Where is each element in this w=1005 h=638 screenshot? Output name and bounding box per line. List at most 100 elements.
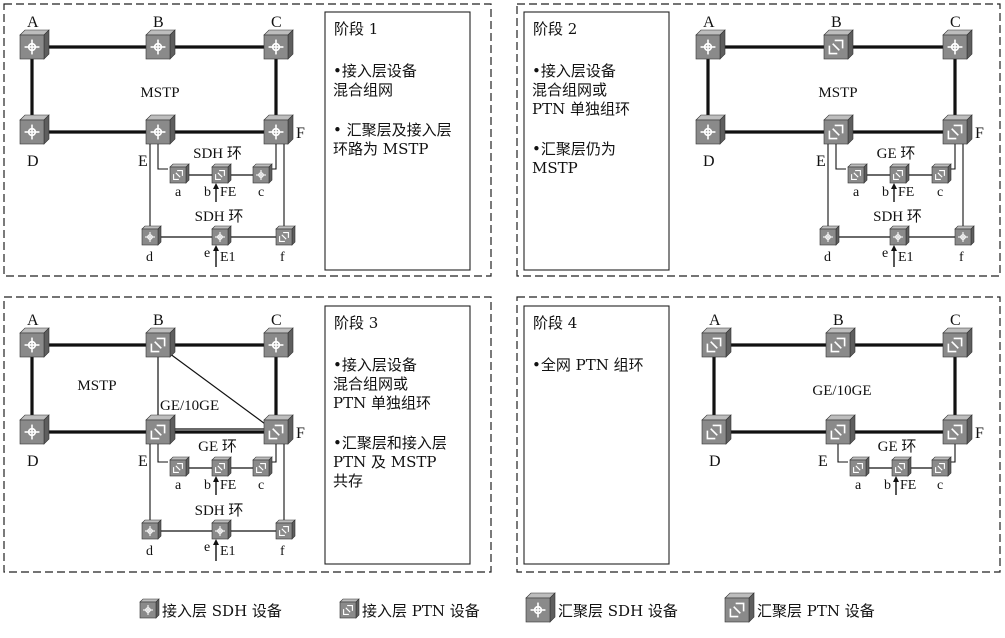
symbol-circle — [27, 127, 37, 137]
core-ring-label: MSTP — [818, 85, 857, 101]
node-F — [263, 114, 294, 145]
device-side — [970, 225, 975, 246]
label-C: C — [950, 312, 961, 329]
note-line: • 汇聚层及接入层 — [333, 121, 452, 139]
core-ring-label: MSTP — [140, 85, 179, 101]
node-b — [889, 163, 910, 184]
label-a: a — [175, 478, 182, 493]
note-box-3 — [324, 305, 471, 565]
label-A: A — [27, 312, 39, 329]
node-d — [819, 225, 840, 246]
legend-icon-access-ptn — [339, 598, 360, 619]
symbol-arrows — [215, 170, 225, 180]
symbol-circle — [271, 127, 281, 137]
node-e — [889, 225, 910, 246]
device-side — [287, 414, 294, 445]
symbol-circle — [27, 427, 37, 437]
node-E — [145, 414, 176, 445]
label-D: D — [703, 153, 715, 170]
symbol-arrows — [268, 424, 284, 440]
symbol-circle — [825, 234, 831, 240]
note-line: •接入层设备 — [532, 62, 616, 80]
device-side — [227, 163, 232, 184]
device-side — [169, 414, 176, 445]
label-f: f — [959, 250, 964, 265]
node-f — [954, 225, 975, 246]
symbol-arrows — [215, 463, 225, 473]
node-E — [145, 114, 176, 145]
label-d: d — [146, 250, 153, 265]
link-upper-right — [271, 132, 277, 170]
node-B — [825, 327, 856, 358]
stage-title-1: 阶段 1 — [334, 20, 378, 38]
upper-ring-label: SDH 环 — [193, 146, 242, 162]
node-A — [695, 29, 726, 60]
upper-ring-label: GE 环 — [877, 146, 916, 162]
e1-arrow-head — [213, 245, 219, 251]
link-upper-left — [157, 132, 168, 170]
node-C — [942, 29, 973, 60]
port-fe: FE — [900, 478, 916, 493]
device-side — [725, 414, 732, 445]
node-c — [931, 456, 952, 477]
node-D — [19, 114, 50, 145]
symbol-arrows — [947, 424, 963, 440]
label-c: c — [258, 478, 264, 493]
node-B — [145, 29, 176, 60]
device-side — [966, 114, 973, 145]
symbol-arrows — [279, 232, 289, 242]
note-line: MSTP — [532, 159, 578, 177]
panel-frame-1 — [3, 3, 492, 277]
note-line: 混合组网或 — [333, 375, 408, 393]
node-d — [141, 225, 162, 246]
device-side — [43, 327, 50, 358]
device-side — [849, 327, 856, 358]
label-A: A — [27, 14, 39, 31]
symbol-arrows — [935, 463, 945, 473]
symbol-circle — [147, 528, 153, 534]
symbol-arrows — [828, 124, 844, 140]
device-side — [155, 598, 160, 619]
symbol-arrows — [851, 170, 861, 180]
symbol-arrows — [853, 463, 863, 473]
label-E: E — [818, 453, 828, 470]
symbol-arrows — [830, 424, 846, 440]
symbol-arrows — [947, 337, 963, 353]
note-box-2 — [523, 11, 670, 271]
label-c: c — [937, 478, 943, 493]
stage-title-4: 阶段 4 — [533, 314, 577, 332]
symbol-circle — [271, 42, 281, 52]
panel-frame-3 — [3, 296, 492, 573]
node-b — [891, 456, 912, 477]
device-side — [169, 114, 176, 145]
label-B: B — [153, 14, 164, 31]
e1-arrow-head — [213, 539, 219, 545]
label-b: b — [204, 478, 211, 493]
label-a: a — [855, 478, 862, 493]
symbol-circle — [895, 234, 901, 240]
node-a — [169, 163, 190, 184]
device-side — [268, 456, 273, 477]
device-nodes — [19, 29, 975, 540]
node-E — [823, 114, 854, 145]
node-f — [275, 519, 296, 540]
device-side — [947, 456, 952, 477]
note-line: PTN 单独组环 — [333, 394, 431, 412]
symbol-circle — [703, 42, 713, 52]
label-c: c — [258, 185, 264, 200]
symbol-arrows — [150, 337, 166, 353]
note-line: 共存 — [333, 472, 363, 490]
node-c — [252, 456, 273, 477]
device-side — [169, 327, 176, 358]
device-side — [849, 414, 856, 445]
panel-frames — [3, 3, 1001, 573]
device-side — [863, 163, 868, 184]
legend-label-access-ptn: 接入层 PTN 设备 — [362, 602, 480, 620]
symbol-arrows — [173, 463, 183, 473]
note-line: •接入层设备 — [333, 62, 417, 80]
device-side — [43, 29, 50, 60]
symbol-arrows — [729, 602, 745, 618]
label-A: A — [703, 14, 715, 31]
device-side — [157, 519, 162, 540]
device-side — [157, 225, 162, 246]
